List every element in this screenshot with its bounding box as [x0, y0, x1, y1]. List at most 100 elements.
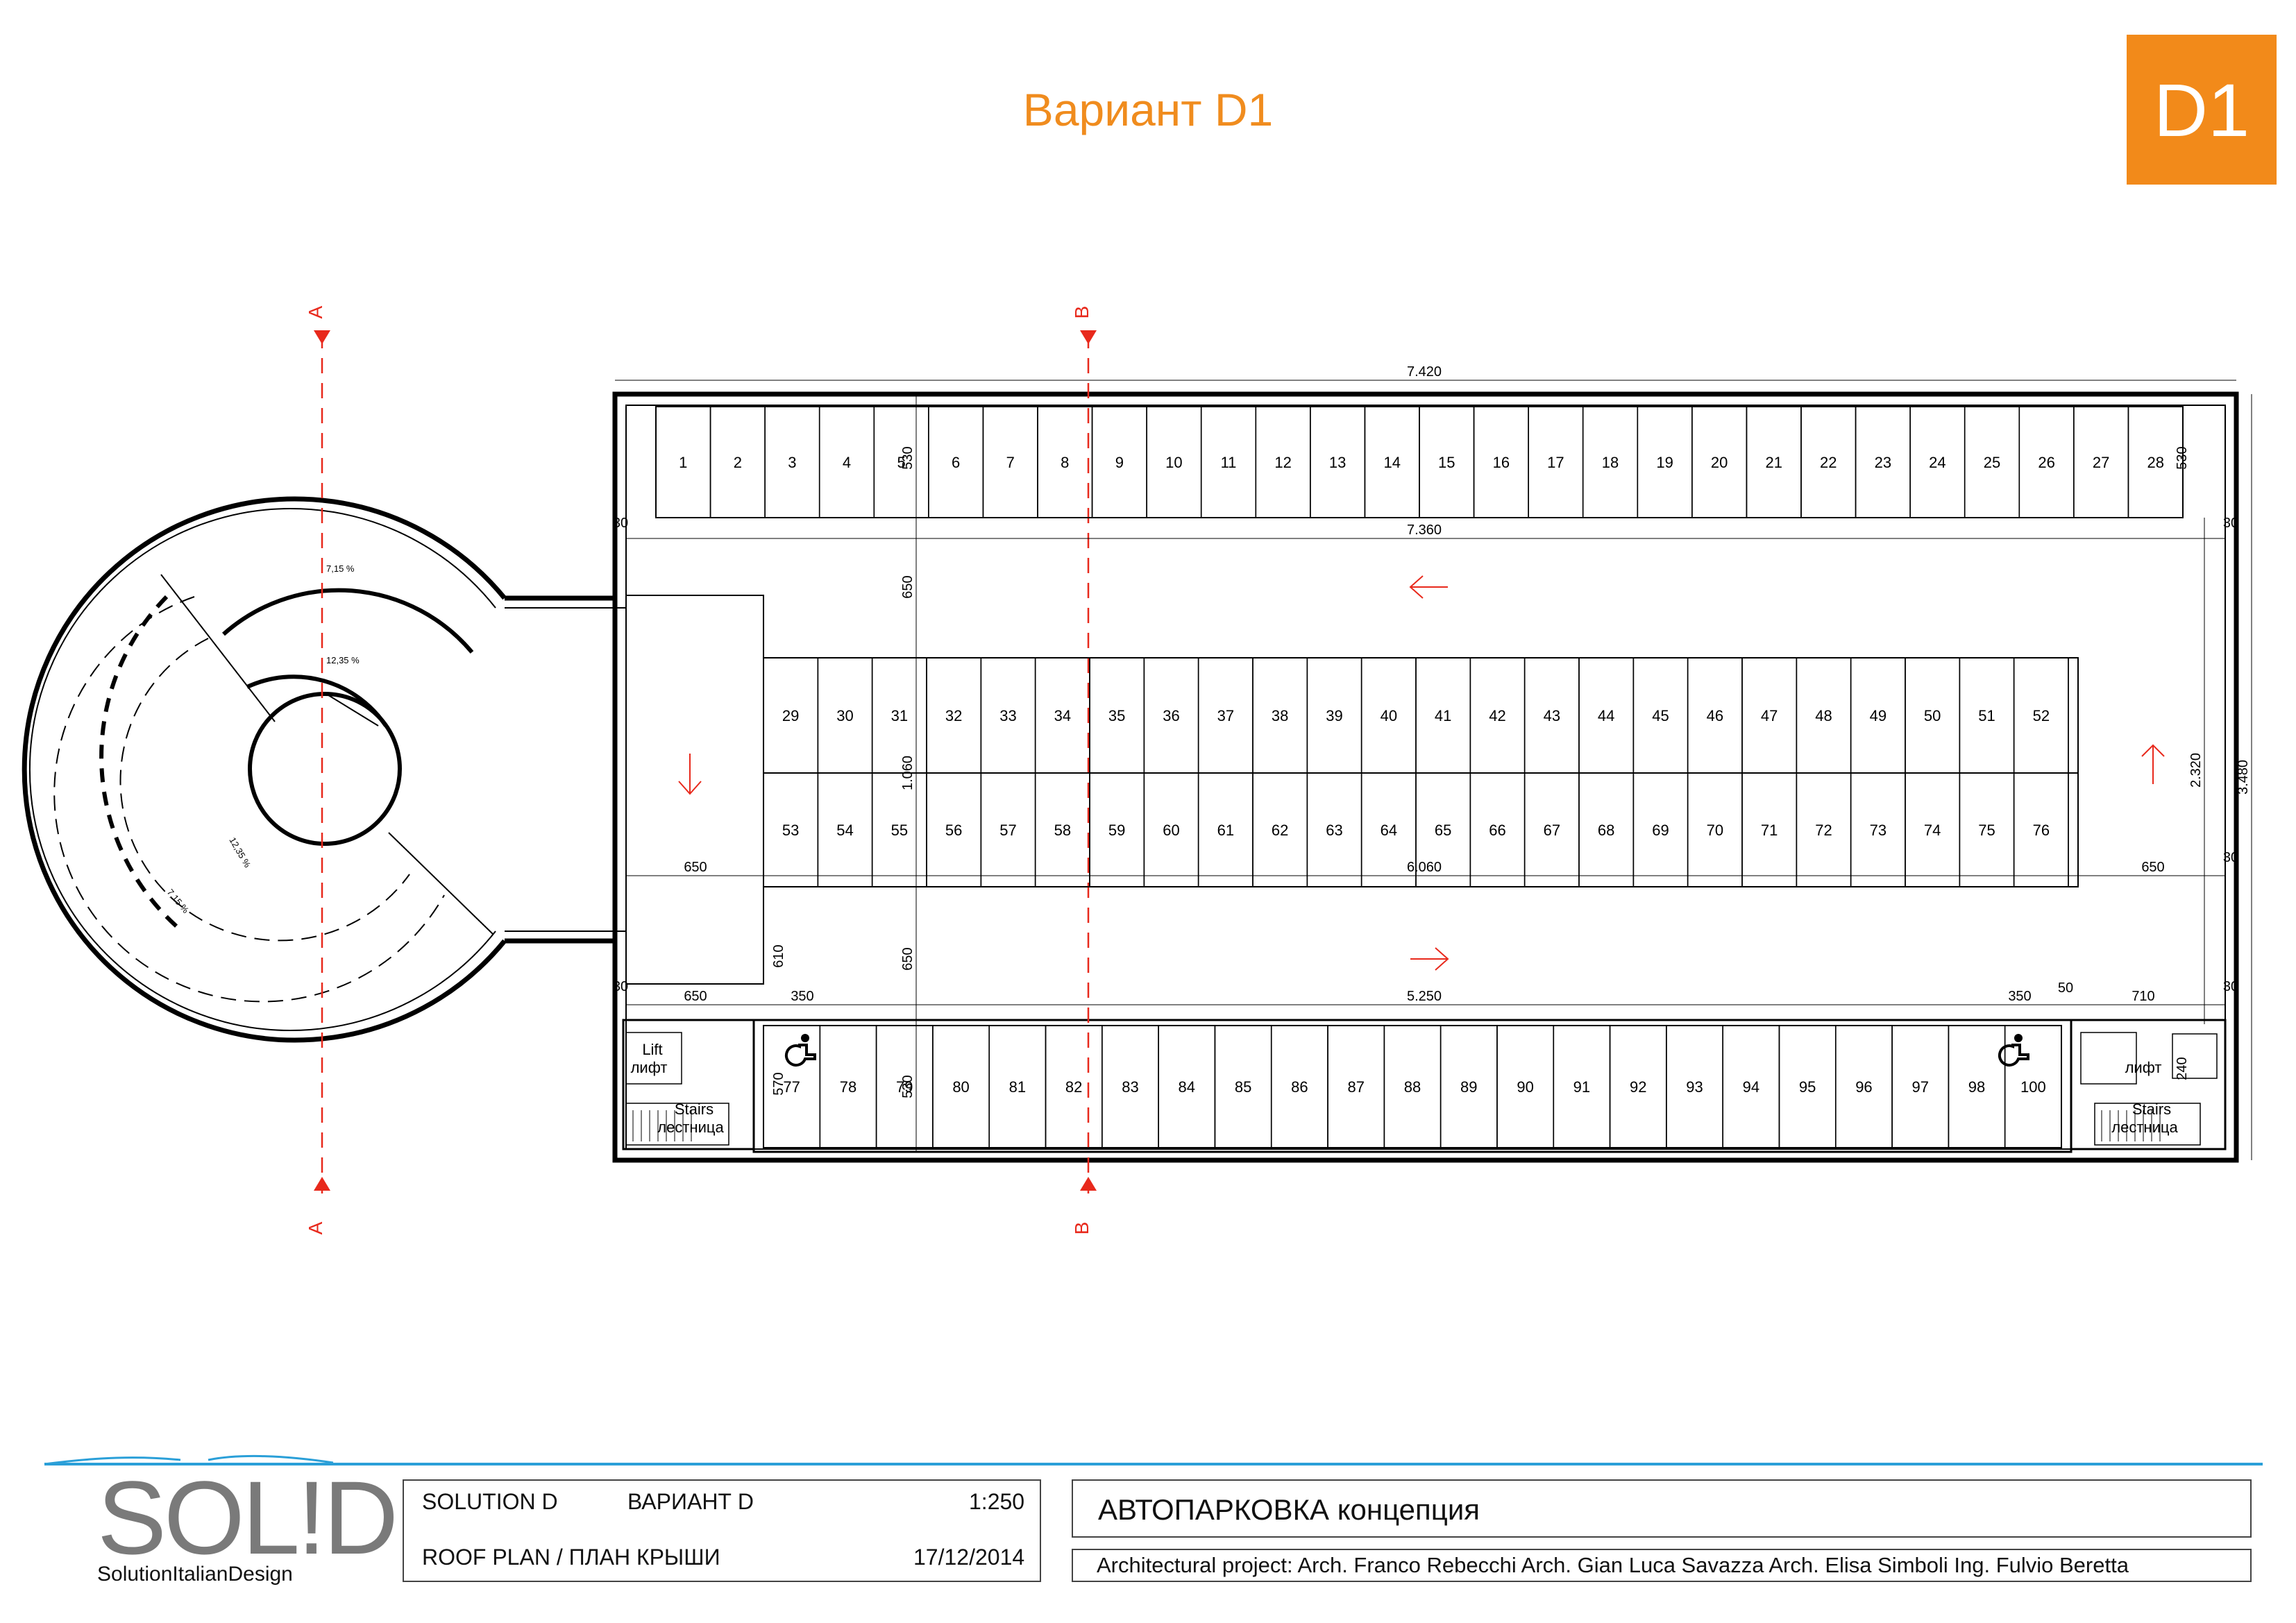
- dim-610: 610: [771, 944, 786, 967]
- parking-bay-number: 82: [1065, 1078, 1082, 1096]
- parking-bay-number: 25: [1984, 454, 2000, 471]
- parking-bay-number: 63: [1326, 822, 1342, 839]
- parking-bay-number: 92: [1630, 1078, 1646, 1096]
- parking-bay-number: 75: [1978, 822, 1995, 839]
- ramp-slope-4: 7,15 %: [165, 887, 192, 915]
- parking-bay-number: 97: [1911, 1078, 1928, 1096]
- parking-bay-number: 35: [1108, 707, 1125, 724]
- parking-bay-number: 26: [2038, 454, 2054, 471]
- parking-bay-number: 19: [1656, 454, 1673, 471]
- traffic-arrow-right: [1410, 947, 1449, 971]
- parking-bay-number: 65: [1435, 822, 1451, 839]
- parking-bay-number: 64: [1381, 822, 1397, 839]
- parking-bay-number: 76: [2033, 822, 2050, 839]
- parking-bay-number: 43: [1544, 707, 1560, 724]
- parking-bay-number: 40: [1381, 707, 1397, 724]
- parking-bay-number: 21: [1765, 454, 1782, 471]
- parking-bay-number: 89: [1460, 1078, 1477, 1096]
- traffic-arrow-up: [2141, 744, 2165, 784]
- dim-bay-bottom: 530: [900, 1075, 915, 1098]
- title-date: 17/12/2014: [913, 1545, 1025, 1570]
- parking-bay-number: 70: [1707, 822, 1723, 839]
- dim-left-core: 650: [684, 989, 707, 1004]
- parking-bay-number: 68: [1598, 822, 1614, 839]
- logo-text: SOL!D: [97, 1459, 398, 1576]
- dim-inner-width: 7.360: [1407, 522, 1442, 538]
- parking-bay-number: 23: [1875, 454, 1891, 471]
- parking-bay-number: 88: [1404, 1078, 1421, 1096]
- credits: Architectural project: Arch. Franco Rebe…: [1097, 1553, 2129, 1577]
- parking-bay-number: 29: [782, 707, 799, 724]
- dim-wall-right-2: 30: [2223, 979, 2238, 994]
- parking-bay-number: 60: [1163, 822, 1179, 839]
- lift-label-right-ru: лифт: [2125, 1059, 2162, 1076]
- parking-bay-number: 58: [1054, 822, 1071, 839]
- logo-subtitle: SolutionItalianDesign: [97, 1563, 293, 1586]
- parking-bay-number: 72: [1815, 822, 1832, 839]
- dim-upper-lane: 650: [900, 575, 915, 598]
- parking-bay-number: 18: [1602, 454, 1619, 471]
- dim-50: 50: [2058, 980, 2073, 996]
- spiral-ramp: [22, 496, 507, 1043]
- project-name-box: [1072, 1479, 2252, 1538]
- parking-bay-number: 33: [999, 707, 1016, 724]
- parking-bay-number: 47: [1761, 707, 1778, 724]
- dim-710: 710: [2132, 989, 2154, 1004]
- parking-bay-number: 50: [1924, 707, 1941, 724]
- solid-logo: SOL!D SolutionItalianDesign: [97, 1459, 398, 1586]
- parking-bay-number: 57: [999, 822, 1016, 839]
- lift-label-left-ru: лифт: [631, 1059, 668, 1076]
- parking-bay-number: 71: [1761, 822, 1778, 839]
- lift-label-left: Lift: [642, 1041, 662, 1058]
- parking-bay-number: 66: [1489, 822, 1505, 839]
- outer-wall: [612, 391, 2239, 1163]
- parking-bay: [2013, 772, 2069, 887]
- ramp-slope-3: 12,35 %: [227, 835, 253, 869]
- parking-bay-number: 73: [1870, 822, 1886, 839]
- parking-bay-number: 31: [891, 707, 908, 724]
- parking-bay-number: 80: [952, 1078, 969, 1096]
- parking-bay-number: 94: [1743, 1078, 1759, 1096]
- parking-bay-number: 16: [1493, 454, 1510, 471]
- stairs-label-left: Stairs: [675, 1101, 714, 1118]
- parking-bay-number: 77: [783, 1078, 800, 1096]
- accessible-icon: [784, 1034, 2029, 1067]
- title-scale: 1:250: [969, 1489, 1025, 1514]
- parking-bay-number: 5: [897, 454, 905, 471]
- parking-bay-number: 6: [952, 454, 960, 471]
- dim-lower-lane: 650: [900, 947, 915, 970]
- dim-bottom-width: 5.250: [1407, 989, 1442, 1004]
- stairs-label-right: Stairs: [2132, 1101, 2171, 1118]
- dim-240: 240: [2175, 1057, 2190, 1080]
- parking-bay: [2004, 1025, 2062, 1148]
- stairs-label-left-ru: лестница: [657, 1119, 724, 1136]
- title-solution: SOLUTION D: [422, 1489, 558, 1514]
- parking-bay-number: 74: [1924, 822, 1941, 839]
- parking-bay-number: 13: [1329, 454, 1346, 471]
- parking-bay-number: 98: [1968, 1078, 1985, 1096]
- parking-bay-number: 78: [840, 1078, 856, 1096]
- parking-bay-number: 41: [1435, 707, 1451, 724]
- parking-bay-number: 96: [1855, 1078, 1872, 1096]
- parking-bay-number: 93: [1686, 1078, 1703, 1096]
- parking-bay-number: 34: [1054, 707, 1071, 724]
- parking-bay-number: 86: [1291, 1078, 1308, 1096]
- parking-bay-number: 8: [1061, 454, 1069, 471]
- ramp-slope-1: 7,15 %: [326, 563, 355, 574]
- parking-bay-number: 67: [1544, 822, 1560, 839]
- traffic-arrow-left: [1409, 575, 1448, 599]
- parking-bay-number: 30: [836, 707, 853, 724]
- dim-wall-right-3: 30: [2223, 850, 2238, 865]
- section-mark-a-top: A: [305, 305, 326, 318]
- inner-wall: [625, 405, 2226, 1150]
- parking-bay-number: 83: [1122, 1078, 1138, 1096]
- dim-left-lane: 650: [684, 860, 707, 875]
- parking-bay-number: 85: [1235, 1078, 1251, 1096]
- ramp-slope-2: 12,35 %: [326, 655, 360, 665]
- parking-bay-number: 46: [1707, 707, 1723, 724]
